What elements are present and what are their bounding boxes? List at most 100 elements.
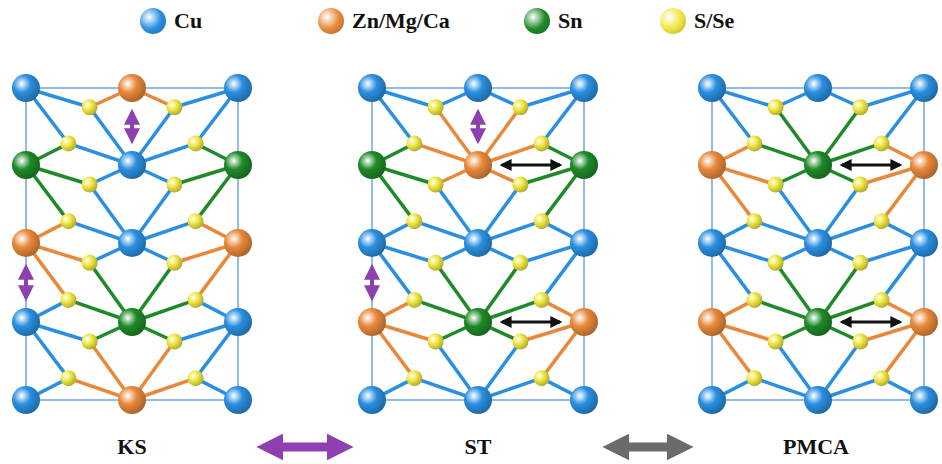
swap-arrow	[370, 267, 374, 298]
swap-arrow	[130, 112, 134, 141]
anion-atom	[534, 135, 550, 151]
legend-entry: Sn	[524, 8, 582, 34]
structure-label: KS	[8, 434, 256, 460]
unit-cell	[698, 74, 938, 414]
cation-atom	[804, 151, 832, 179]
anion-atom	[428, 177, 444, 193]
anion-atom	[534, 213, 550, 229]
cation-atom	[910, 74, 938, 102]
cation-atom	[570, 229, 598, 257]
legend-label: S/Se	[694, 8, 734, 34]
anion-atom	[534, 370, 550, 386]
anion-atom	[746, 213, 762, 229]
cell-outline	[372, 88, 584, 400]
transition-arrow	[278, 443, 332, 452]
cation-atom	[910, 151, 938, 179]
cation-atom	[570, 386, 598, 414]
cation-atom	[12, 229, 40, 257]
legend-entry: Zn/Mg/Ca	[318, 8, 450, 34]
anion-atom	[428, 334, 444, 350]
legend-swatch	[524, 8, 550, 34]
anion-atom	[874, 135, 890, 151]
anion-atom	[406, 370, 422, 386]
cation-atom	[224, 151, 252, 179]
anion-atom	[512, 255, 528, 271]
anion-atom	[768, 334, 784, 350]
anion-atom	[188, 213, 204, 229]
cation-atom	[910, 386, 938, 414]
anion-atom	[852, 255, 868, 271]
unit-cell	[12, 74, 252, 414]
anion-atom	[166, 99, 182, 115]
structure-panel: KS	[8, 66, 256, 462]
cation-atom	[570, 151, 598, 179]
swap-arrow	[476, 112, 480, 141]
anion-atom	[428, 99, 444, 115]
anion-atom	[188, 135, 204, 151]
swap-arrow	[842, 321, 900, 324]
cation-atom	[570, 308, 598, 336]
cell-outline	[26, 88, 238, 400]
legend-swatch	[660, 8, 686, 34]
cation-atom	[804, 229, 832, 257]
cation-atom	[358, 386, 386, 414]
cation-atom	[358, 74, 386, 102]
anion-atom	[746, 135, 762, 151]
cation-atom	[464, 151, 492, 179]
cation-atom	[464, 74, 492, 102]
structure-label: PMCA	[694, 434, 938, 460]
legend-label: Cu	[174, 8, 202, 34]
cation-atom	[358, 229, 386, 257]
anion-atom	[768, 99, 784, 115]
cation-atom	[464, 308, 492, 336]
cation-atom	[118, 74, 146, 102]
anion-atom	[746, 292, 762, 308]
unit-cell	[358, 74, 598, 414]
anion-atom	[406, 292, 422, 308]
anion-atom	[512, 334, 528, 350]
cation-atom	[224, 74, 252, 102]
cation-atom	[224, 229, 252, 257]
swap-arrow	[24, 267, 28, 298]
anion-atom	[166, 334, 182, 350]
cation-atom	[12, 386, 40, 414]
legend-swatch	[318, 8, 344, 34]
legend-entry: Cu	[140, 8, 202, 34]
anion-atom	[852, 334, 868, 350]
anion-atom	[768, 177, 784, 193]
cation-atom	[910, 229, 938, 257]
cation-atom	[118, 229, 146, 257]
structure-label: ST	[354, 434, 602, 460]
anion-atom	[768, 255, 784, 271]
anion-atom	[534, 292, 550, 308]
legend-label: Sn	[558, 8, 582, 34]
swap-arrow	[842, 164, 900, 167]
anion-atom	[188, 292, 204, 308]
anion-atom	[874, 213, 890, 229]
anion-atom	[166, 255, 182, 271]
structure-panel: ST	[354, 66, 602, 462]
anion-atom	[746, 370, 762, 386]
cation-atom	[358, 151, 386, 179]
cation-atom	[358, 308, 386, 336]
anion-atom	[874, 292, 890, 308]
anion-atom	[60, 213, 76, 229]
legend-label: Zn/Mg/Ca	[352, 8, 450, 34]
swap-arrow	[502, 321, 560, 324]
anion-atom	[406, 135, 422, 151]
anion-atom	[82, 177, 98, 193]
cation-atom	[698, 386, 726, 414]
cation-atom	[910, 308, 938, 336]
legend-swatch	[140, 8, 166, 34]
anion-atom	[852, 99, 868, 115]
anion-atom	[512, 177, 528, 193]
anion-atom	[82, 334, 98, 350]
cation-atom	[570, 74, 598, 102]
cation-atom	[804, 386, 832, 414]
anion-atom	[60, 370, 76, 386]
cation-atom	[804, 308, 832, 336]
cation-atom	[464, 386, 492, 414]
transition-arrow	[624, 443, 672, 452]
